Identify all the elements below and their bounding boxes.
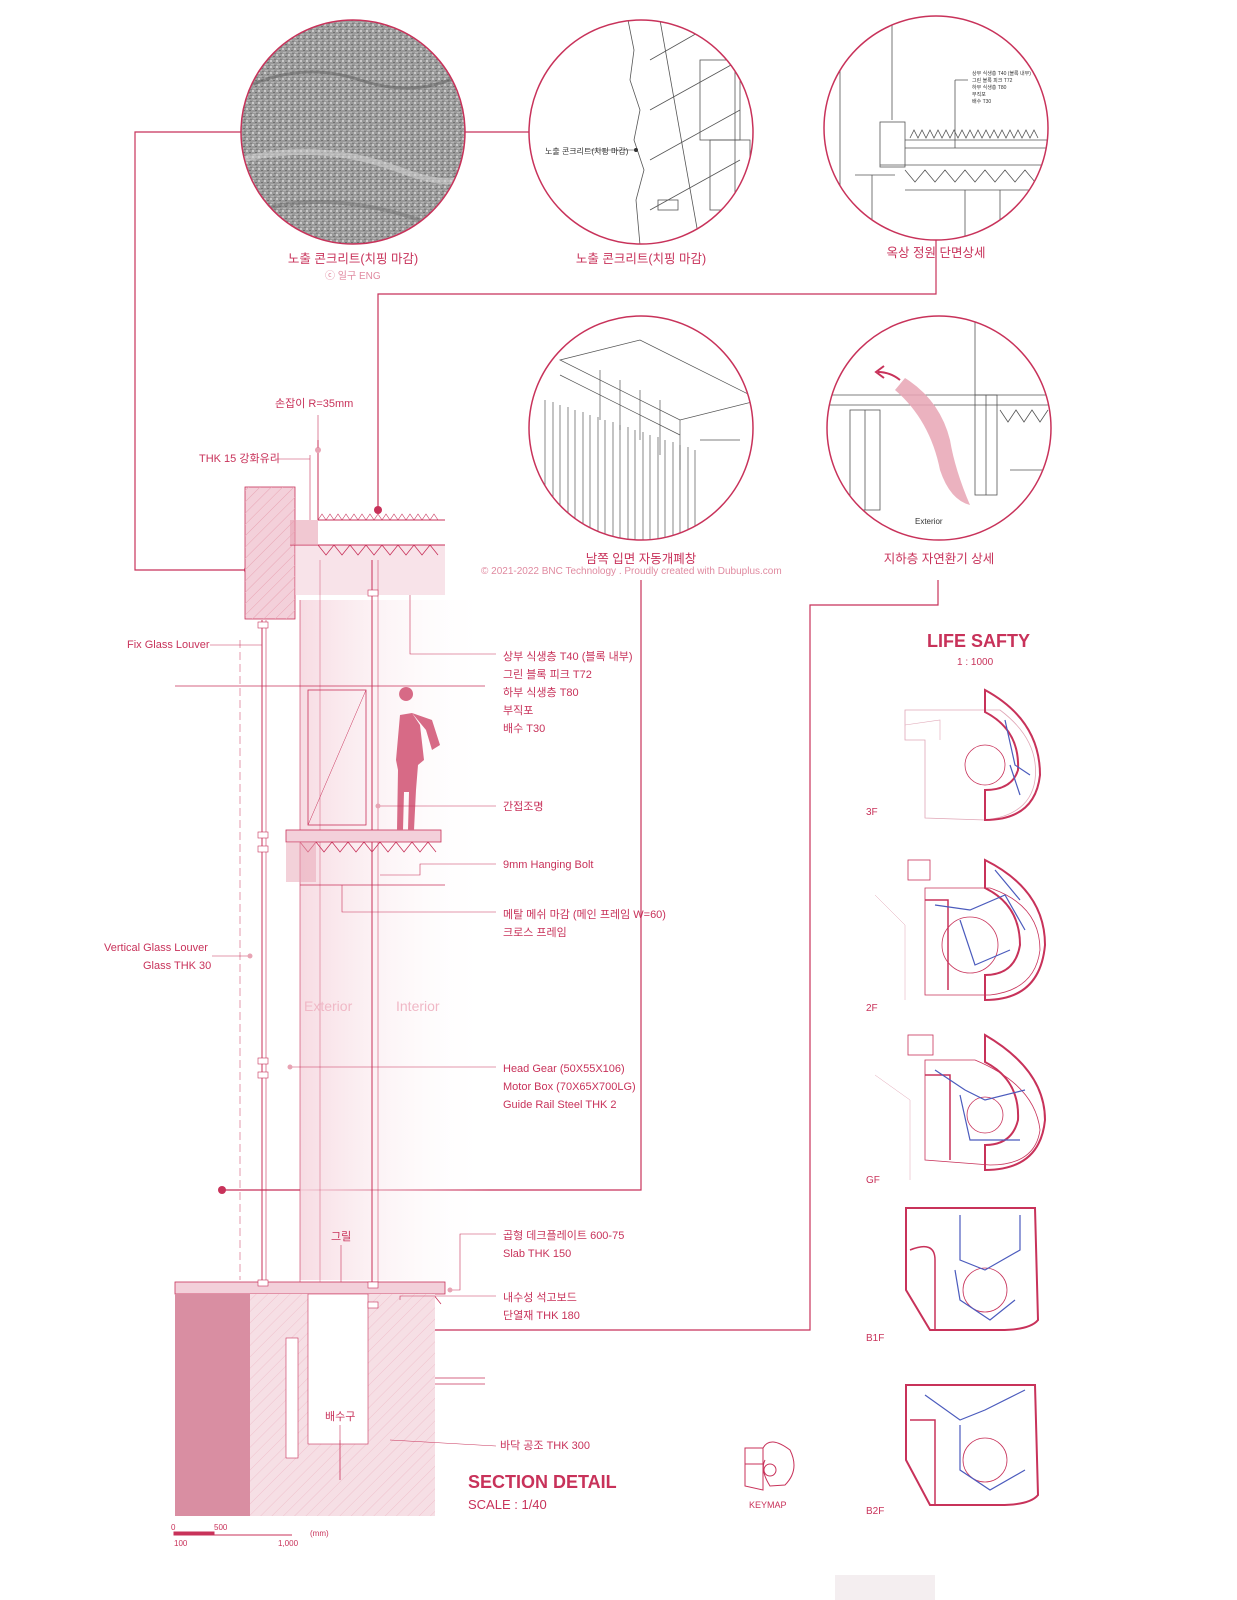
plan-b2f bbox=[905, 1384, 1040, 1506]
motor-notes: Head Gear (50X55X106) Motor Box (70X65X7… bbox=[503, 1063, 636, 1111]
metal-mesh-notes: 메탈 메쉬 마감 (메인 프레임 W=60) 크로스 프레임 bbox=[503, 909, 666, 939]
copyright: © 2021-2022 BNC Technology . Proudly cre… bbox=[481, 566, 782, 577]
fix-louver-label: Fix Glass Louver bbox=[127, 639, 210, 651]
leader-dot bbox=[374, 506, 382, 514]
glass-label: THK 15 강화유리 bbox=[199, 453, 280, 465]
floor-b2f: B2F bbox=[866, 1506, 885, 1517]
roof-garden-notes: 상부 식생층 T40 (블록 내부) 그린 블록 피크 T72 하부 식생층 T… bbox=[972, 71, 1031, 105]
scalebar-500: 500 bbox=[214, 1523, 228, 1532]
roof-garden-circle bbox=[823, 15, 1049, 241]
life-safety-plans bbox=[874, 688, 1047, 1506]
photo-credit: ⓒ 일구 ENG bbox=[325, 271, 381, 282]
section-scale: SCALE : 1/40 bbox=[468, 1497, 547, 1512]
concrete-photo-circle bbox=[240, 19, 466, 245]
life-safety-title: LIFE SAFTY bbox=[927, 631, 1030, 651]
keymap-label: KEYMAP bbox=[749, 1500, 787, 1510]
deck-notes: 곱형 데크플레이트 600-75 Slab THK 150 bbox=[503, 1230, 625, 1260]
floor-2f: 2F bbox=[866, 1003, 878, 1014]
exterior-label: Exterior bbox=[304, 998, 353, 1014]
scalebar-1000: 1,000 bbox=[278, 1539, 299, 1548]
vertical-louver-label: Vertical Glass Louver bbox=[104, 942, 208, 954]
south-window-circle bbox=[528, 315, 754, 541]
roof-layers-notes: 상부 식생층 T40 (블록 내부) 그린 블록 피크 T72 하부 식생층 T… bbox=[503, 651, 633, 735]
ventilation-label: 지하층 자연환기 상세 bbox=[883, 552, 995, 566]
drain-label: 배수구 bbox=[325, 1411, 356, 1423]
concrete-detail-note: 노출 콘크리트(치핑 마감) bbox=[545, 147, 629, 156]
leader-dot bbox=[218, 1186, 226, 1194]
scale-bar bbox=[173, 1531, 292, 1536]
section-drawing bbox=[174, 415, 497, 1516]
life-safety-scale: 1 : 1000 bbox=[957, 657, 994, 668]
plan-gf bbox=[874, 1033, 1047, 1180]
ventilation-circle bbox=[826, 315, 1052, 541]
scalebar-100: 100 bbox=[174, 1539, 188, 1548]
plan-b1f bbox=[905, 1207, 1040, 1331]
south-window-label: 남쪽 입면 자동개폐창 bbox=[585, 552, 697, 566]
handrail-label: 손잡이 R=35mm bbox=[275, 398, 354, 410]
grill-label: 그릴 bbox=[331, 1231, 352, 1243]
ventilation-exterior: Exterior bbox=[915, 517, 943, 526]
section-title: SECTION DETAIL bbox=[468, 1472, 617, 1492]
board-notes: 내수성 석고보드 단열재 THK 180 bbox=[503, 1292, 580, 1322]
keymap-icon bbox=[744, 1441, 795, 1491]
concrete-photo-label: 노출 콘크리트(치핑 마감) bbox=[287, 252, 419, 266]
plan-3f bbox=[904, 688, 1042, 822]
interior-label: Interior bbox=[396, 998, 440, 1014]
indirect-light-note: 간접조명 bbox=[503, 801, 544, 813]
glass-thk-label: Glass THK 30 bbox=[143, 960, 212, 972]
floor-3f: 3F bbox=[866, 807, 878, 818]
plan-2f bbox=[874, 858, 1047, 1002]
floor-b1f: B1F bbox=[866, 1333, 885, 1344]
concrete-detail-circle bbox=[528, 19, 754, 245]
floor-gf: GF bbox=[866, 1175, 880, 1186]
concrete-detail-label: 노출 콘크리트(치핑 마감) bbox=[575, 252, 707, 266]
floor-duct-note: 바닥 공조 THK 300 bbox=[500, 1440, 591, 1452]
scalebar-0: 0 bbox=[171, 1523, 176, 1532]
roof-garden-label: 옥상 정원 단면상세 bbox=[886, 246, 986, 260]
hanging-bolt-note: 9mm Hanging Bolt bbox=[503, 859, 594, 871]
scalebar-unit: (mm) bbox=[310, 1529, 329, 1538]
